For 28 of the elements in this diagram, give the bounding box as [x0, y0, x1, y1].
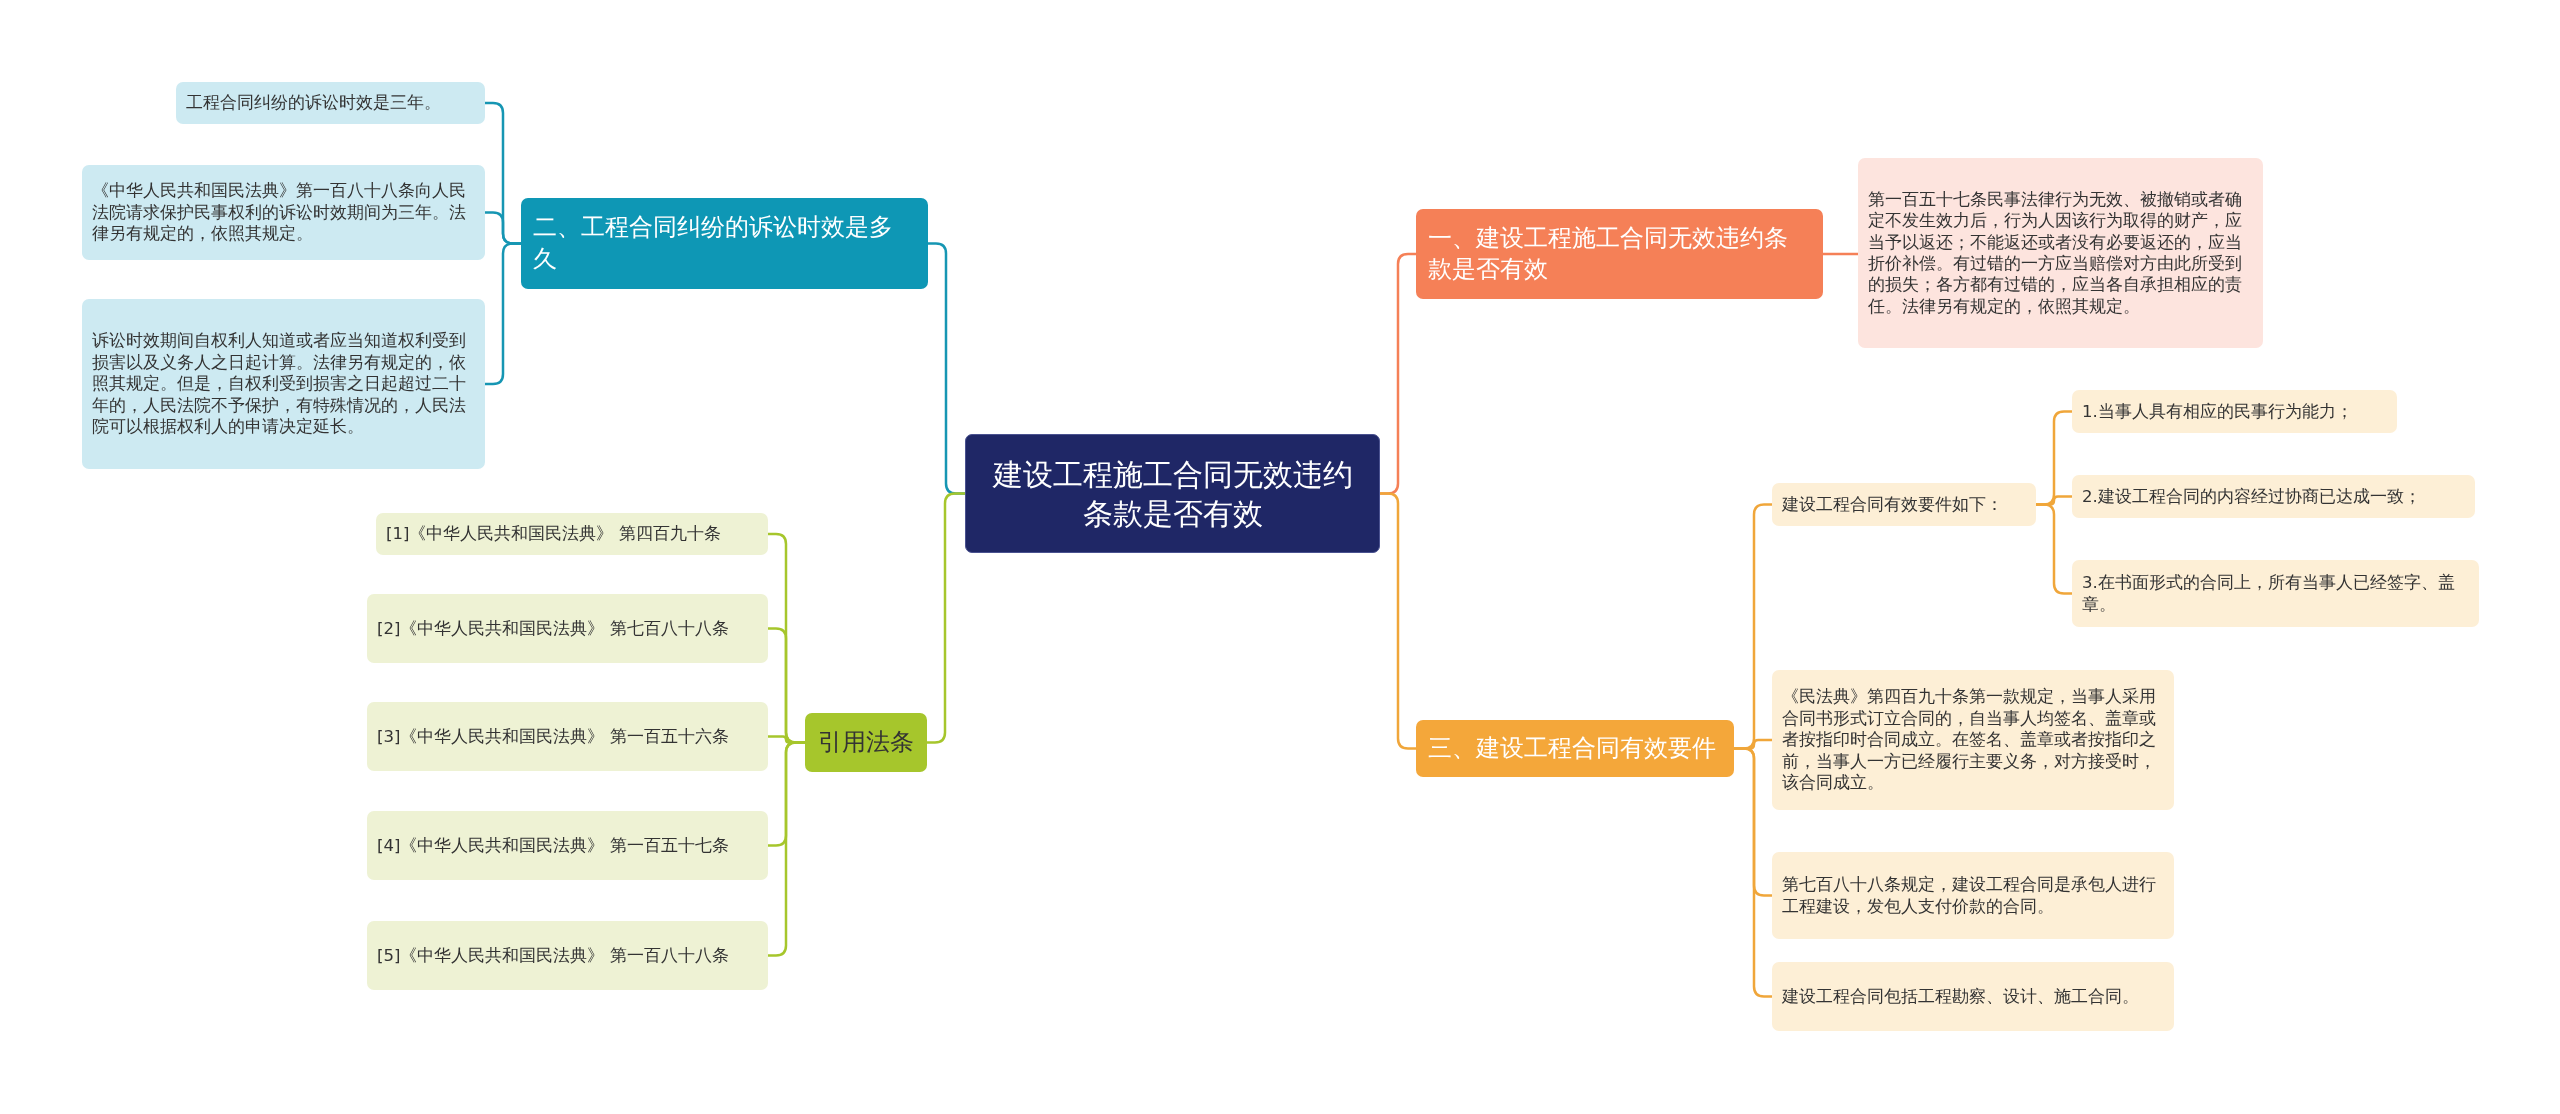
connector-line — [1823, 252, 1858, 256]
connector-line — [927, 492, 965, 744]
topic-box: 引用法条 — [805, 713, 927, 772]
text-box: 2.建设工程合同的内容经过协商已达成一致； — [2072, 475, 2475, 518]
text-box: [4]《中华人民共和国民法典》 第一百五十七条 — [367, 811, 768, 880]
text-box: 1.当事人具有相应的民事行为能力； — [2072, 390, 2397, 433]
text-box: [1]《中华人民共和国民法典》 第四百九十条 — [376, 513, 768, 555]
text-box: 诉讼时效期间自权利人知道或者应当知道权利受到损害以及义务人之日起计算。法律另有规定的，依照其规定。但是，自权利受到损害之日起超过二十年的，人民法院不予保护，有特殊情况的，人民法院可以根据权利人的申请决定延长。 — [82, 299, 485, 469]
connector-line — [485, 242, 521, 386]
text-box: 建设工程合同包括工程勘察、设计、施工合同。 — [1772, 962, 2174, 1031]
central-topic-box: 建设工程施工合同无效违约条款是否有效 — [965, 434, 1380, 553]
topic-box: 二、工程合同纠纷的诉讼时效是多久 — [521, 198, 928, 289]
topic-box: 一、建设工程施工合同无效违约条款是否有效 — [1416, 209, 1823, 299]
connector-line — [1380, 492, 1416, 750]
text-box: [2]《中华人民共和国民法典》 第七百八十八条 — [367, 594, 768, 663]
text-box: 《民法典》第四百九十条第一款规定，当事人采用合同书形式订立合同的，自当事人均签名、盖章或者按指印时合同成立。在签名、盖章或者按指印之前，当事人一方已经履行主要义务，对方接受时，该合同成立。 — [1772, 670, 2174, 810]
connector-line — [2036, 503, 2072, 595]
connector-line — [1734, 747, 1772, 998]
text-box: [5]《中华人民共和国民法典》 第一百八十八条 — [367, 921, 768, 990]
text-box: 《中华人民共和国民法典》第一百八十八条向人民法院请求保护民事权利的诉讼时效期间为三年。法律另有规定的，依照其规定。 — [82, 165, 485, 260]
text-box: 第七百八十八条规定，建设工程合同是承包人进行工程建设，发包人支付价款的合同。 — [1772, 852, 2174, 939]
text-box: 第一百五十七条民事法律行为无效、被撤销或者确定不发生效力后，行为人因该行为取得的财产，应当予以返还；不能返还或者没有必要返还的，应当折价补偿。有过错的一方应当赔偿对方由此所受到的损失；各方都有过错的，应当各自承担相应的责任。法律另有规定的，依照其规定。 — [1858, 158, 2263, 348]
text-box: 3.在书面形式的合同上，所有当事人已经签字、盖章。 — [2072, 560, 2479, 627]
text-box: 建设工程合同有效要件如下： — [1772, 483, 2036, 526]
text-box: [3]《中华人民共和国民法典》 第一百五十六条 — [367, 702, 768, 771]
text-box: 工程合同纠纷的诉讼时效是三年。 — [176, 82, 485, 124]
connector-line — [768, 741, 805, 957]
topic-box: 三、建设工程合同有效要件 — [1416, 720, 1734, 777]
